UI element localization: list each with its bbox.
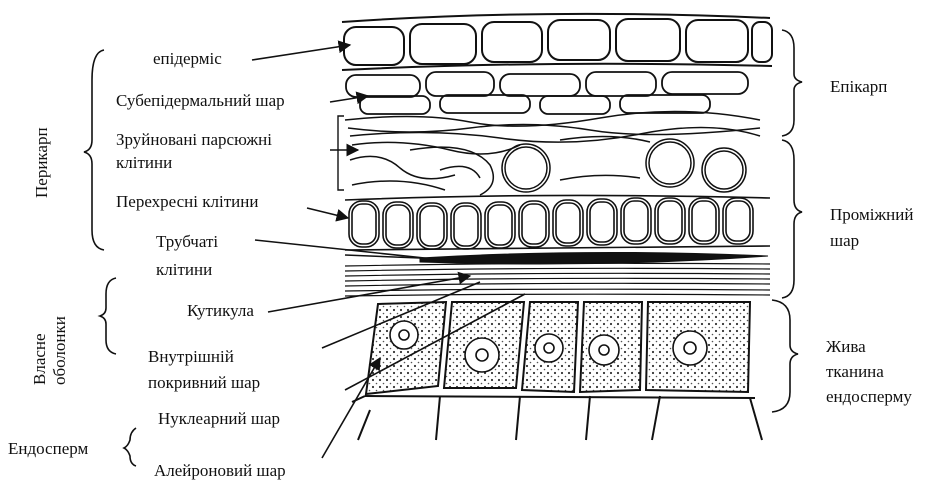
crushed-parenchyma-label: Зруйновані парсюжні клітини [116,128,272,174]
parenchyma-bracket [338,116,344,190]
subepidermal-layer [346,72,748,114]
epidermis-label: епідерміс [153,48,222,70]
left-braces [84,50,136,466]
own-coats-group-label: Власне оболонки [30,316,70,385]
nuclear-layer-label: Нуклеарний шар [158,408,280,430]
cross-cells-label: Перехресні клітини [116,191,258,213]
aleurone-arrow [322,358,380,458]
aleurone-layer-label: Алейроновий шар [154,460,286,482]
pericarp-group-label: Перикарп [32,127,52,198]
aleurone-layer [352,302,762,440]
living-endosperm-label: Жива тканина ендосперму [826,334,912,409]
crushed-parenchyma-layer [345,111,760,195]
right-braces [772,30,802,412]
epicarp-label: Епікарп [830,76,887,98]
tubular-cells-layer [345,252,768,264]
intermediate-layer-label: Проміжний шар [830,202,913,254]
epidermis-arrow [252,45,350,60]
cuticle-layer [345,263,770,296]
cuticle-label: Кутикула [187,300,254,322]
epidermis-layer [342,14,772,70]
cross-cells-arrow [307,208,348,218]
subepidermal-label: Субепідермальний шар [116,90,285,112]
cross-cells-layer [345,195,770,250]
tubular-cells-label: Трубчаті клітини [156,228,218,284]
endosperm-group-label: Ендосперм [8,438,88,460]
inner-layer-label: Внутрішній покривний шар [148,344,260,396]
